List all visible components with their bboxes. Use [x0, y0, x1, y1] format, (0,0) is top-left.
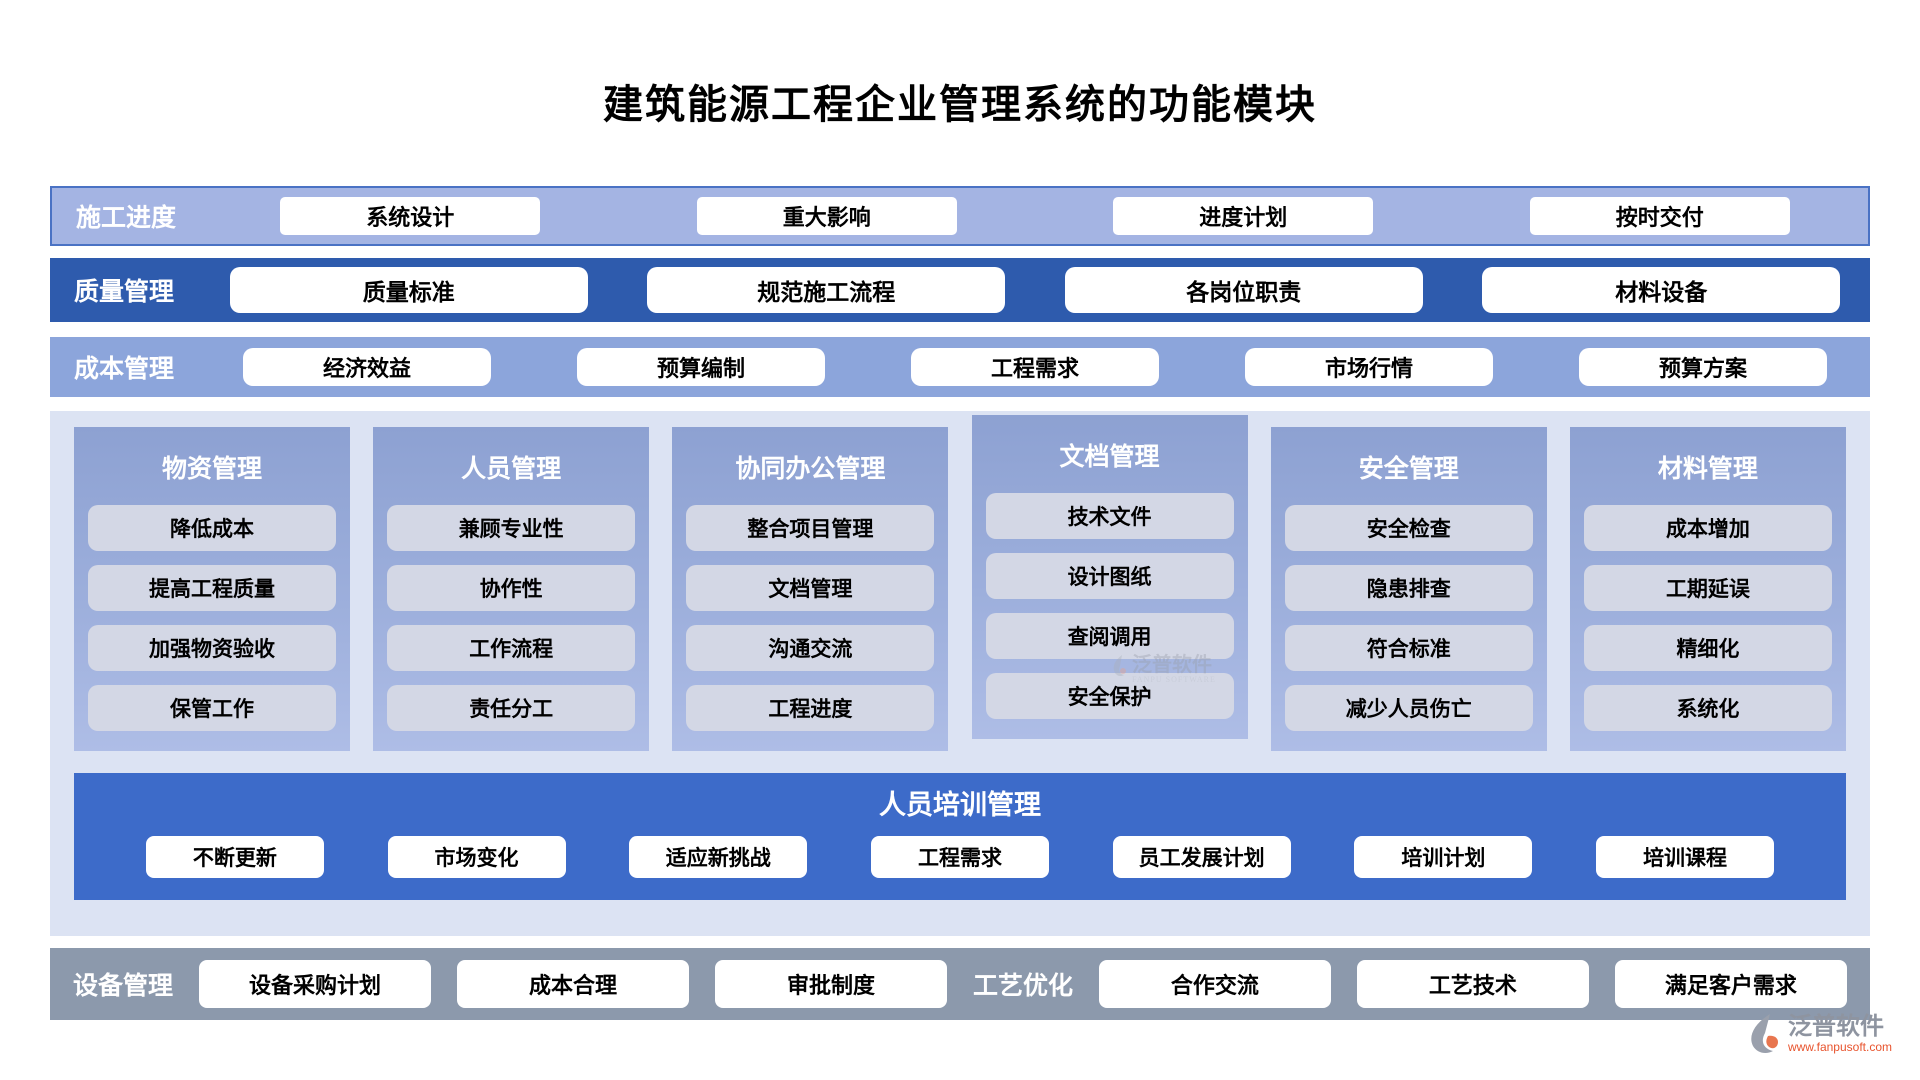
node: 成本合理	[456, 960, 689, 1008]
column-title: 安全管理	[1358, 456, 1459, 483]
node: 培训课程	[1596, 836, 1775, 878]
row-items: 质量标准 规范施工流程 各岗位职责 材料设备	[200, 267, 1870, 313]
node: 规范施工流程	[647, 267, 1006, 313]
training-title: 人员培训管理	[879, 790, 1041, 820]
node: 各岗位职责	[1064, 267, 1423, 313]
column-document-management: 文档管理 技术文件 设计图纸 查阅调用 安全保护	[971, 415, 1248, 739]
row-label: 工艺优化	[972, 973, 1073, 1000]
column-title: 材料管理	[1657, 456, 1758, 483]
column-materials-management: 材料管理 成本增加 工期延误 精细化 系统化	[1569, 427, 1846, 751]
columns: 物资管理 降低成本 提高工程质量 加强物资验收 保管工作 人员管理 兼顾专业性 …	[74, 415, 1846, 751]
column-item: 成本增加	[1583, 505, 1832, 551]
node: 市场变化	[387, 836, 566, 878]
row-label: 成本管理	[74, 356, 175, 383]
row-items: 经济效益 预算编制 工程需求 市场行情 预算方案	[200, 348, 1870, 386]
column-item: 整合项目管理	[686, 505, 935, 551]
column-item: 精细化	[1583, 625, 1832, 671]
column-title: 物资管理	[161, 456, 262, 483]
column-item: 符合标准	[1284, 625, 1533, 671]
node: 工程需求	[911, 348, 1159, 386]
node: 市场行情	[1245, 348, 1493, 386]
node: 满足客户需求	[1614, 960, 1847, 1008]
column-safety-management: 安全管理 安全检查 隐患排查 符合标准 减少人员伤亡	[1270, 427, 1547, 751]
column-item: 协作性	[387, 565, 636, 611]
fanpu-logo-icon	[1751, 1014, 1778, 1054]
column-item: 工程进度	[686, 685, 935, 731]
node: 合作交流	[1098, 960, 1331, 1008]
column-item: 保管工作	[88, 685, 336, 731]
column-item: 隐患排查	[1284, 565, 1533, 611]
column-item: 工作流程	[387, 625, 636, 671]
node: 进度计划	[1113, 197, 1374, 235]
column-item: 降低成本	[88, 505, 336, 551]
node: 重大影响	[696, 197, 957, 235]
node: 适应新挑战	[629, 836, 808, 878]
node: 审批制度	[714, 960, 947, 1008]
brand-watermark: 泛普软件 www.fanpusoft.com	[1748, 1014, 1892, 1054]
node: 经济效益	[243, 348, 491, 386]
column-collaborative-office: 协同办公管理 整合项目管理 文档管理 沟通交流 工程进度	[672, 427, 949, 751]
column-material-resources: 物资管理 降低成本 提高工程质量 加强物资验收 保管工作	[74, 427, 350, 751]
column-title: 协同办公管理	[735, 456, 886, 483]
node: 培训计划	[1354, 836, 1533, 878]
node: 不断更新	[145, 836, 324, 878]
column-title: 人员管理	[461, 456, 562, 483]
training-items: 不断更新 市场变化 适应新挑战 工程需求 员工发展计划 培训计划 培训课程	[74, 836, 1846, 878]
brand-name: 泛普软件	[1787, 1014, 1884, 1040]
column-item: 查阅调用	[985, 613, 1234, 659]
row-cost-management: 成本管理 经济效益 预算编制 工程需求 市场行情 预算方案	[50, 337, 1870, 397]
page-title: 建筑能源工程企业管理系统的功能模块	[603, 82, 1317, 127]
column-item: 加强物资验收	[88, 625, 336, 671]
column-item: 工期延误	[1583, 565, 1832, 611]
node: 质量标准	[229, 267, 588, 313]
column-item: 设计图纸	[985, 553, 1234, 599]
column-item: 沟通交流	[686, 625, 935, 671]
column-personnel: 人员管理 兼顾专业性 协作性 工作流程 责任分工	[373, 427, 650, 751]
column-item: 系统化	[1583, 685, 1832, 731]
column-item: 责任分工	[387, 685, 636, 731]
row-quality-management: 质量管理 质量标准 规范施工流程 各岗位职责 材料设备	[50, 258, 1870, 322]
brand-url: www.fanpusoft.com	[1787, 1040, 1892, 1054]
column-item: 安全保护	[985, 673, 1234, 719]
row-construction-progress: 施工进度 系统设计 重大影响 进度计划 按时交付	[50, 186, 1870, 246]
column-item: 技术文件	[985, 493, 1234, 539]
node: 按时交付	[1529, 197, 1790, 235]
column-item: 减少人员伤亡	[1284, 685, 1533, 731]
node: 工程需求	[870, 836, 1049, 878]
diagram-root: 建筑能源工程企业管理系统的功能模块 施工进度 系统设计 重大影响 进度计划 按时…	[50, 0, 1870, 1020]
node: 材料设备	[1482, 267, 1841, 313]
row-label: 设备管理	[72, 973, 173, 1000]
column-item: 提高工程质量	[88, 565, 336, 611]
column-item: 兼顾专业性	[387, 505, 636, 551]
node: 设备采购计划	[198, 960, 431, 1008]
node: 员工发展计划	[1112, 836, 1291, 878]
training-management-band: 人员培训管理 不断更新 市场变化 适应新挑战 工程需求 员工发展计划 培训计划 …	[74, 773, 1846, 900]
row-items: 系统设计 重大影响 进度计划 按时交付	[202, 197, 1868, 235]
row-label: 施工进度	[76, 205, 177, 232]
module-columns-section: 物资管理 降低成本 提高工程质量 加强物资验收 保管工作 人员管理 兼顾专业性 …	[50, 411, 1870, 936]
row-label: 质量管理	[74, 279, 175, 306]
node: 预算方案	[1579, 348, 1827, 386]
column-title: 文档管理	[1059, 444, 1160, 471]
row-equipment-process: 设备管理 设备采购计划 成本合理 审批制度 工艺优化 合作交流 工艺技术 满足客…	[50, 948, 1870, 1020]
node: 系统设计	[280, 197, 541, 235]
node: 工艺技术	[1356, 960, 1589, 1008]
column-item: 安全检查	[1284, 505, 1533, 551]
column-item: 文档管理	[686, 565, 935, 611]
node: 预算编制	[577, 348, 825, 386]
